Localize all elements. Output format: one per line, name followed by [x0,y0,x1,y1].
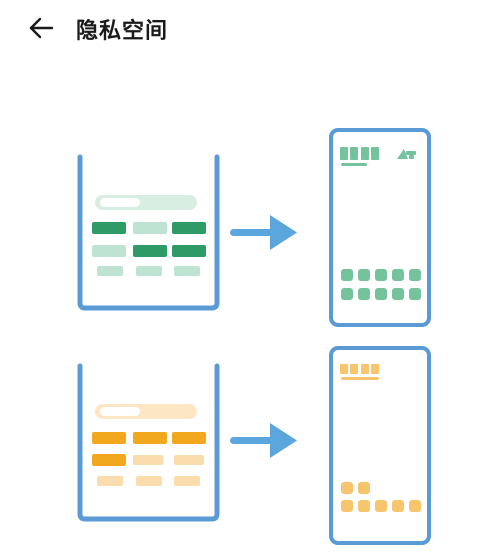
app-tile [92,222,126,234]
app-tile [133,245,167,257]
app-tile [174,455,204,465]
app-drawer-box [77,363,220,522]
app-tile [172,245,206,257]
phone-frame [329,128,431,327]
arrow-right-icon [230,423,297,458]
app-tile [172,432,206,444]
app-tile [136,266,162,276]
app-tile [172,222,206,234]
app-tile [92,454,126,466]
back-button[interactable] [22,12,58,44]
app-tile [97,266,123,276]
illustration-main-space [0,125,500,327]
arrow-left-icon [29,17,54,39]
app-tile [133,455,163,465]
app-tile [133,222,167,234]
app-tile [174,476,200,486]
illustration-private-space [0,342,500,545]
app-drawer-box [77,154,220,311]
app-tile [97,476,123,486]
app-tile [174,266,200,276]
app-tile [92,245,126,257]
app-tile [133,432,167,444]
page-title: 隐私空间 [76,19,169,44]
app-tile [136,476,162,486]
app-tile [92,432,126,444]
phone-frame [329,346,431,545]
app-header: 隐私空间 [0,0,500,56]
arrow-right-icon [230,215,297,250]
